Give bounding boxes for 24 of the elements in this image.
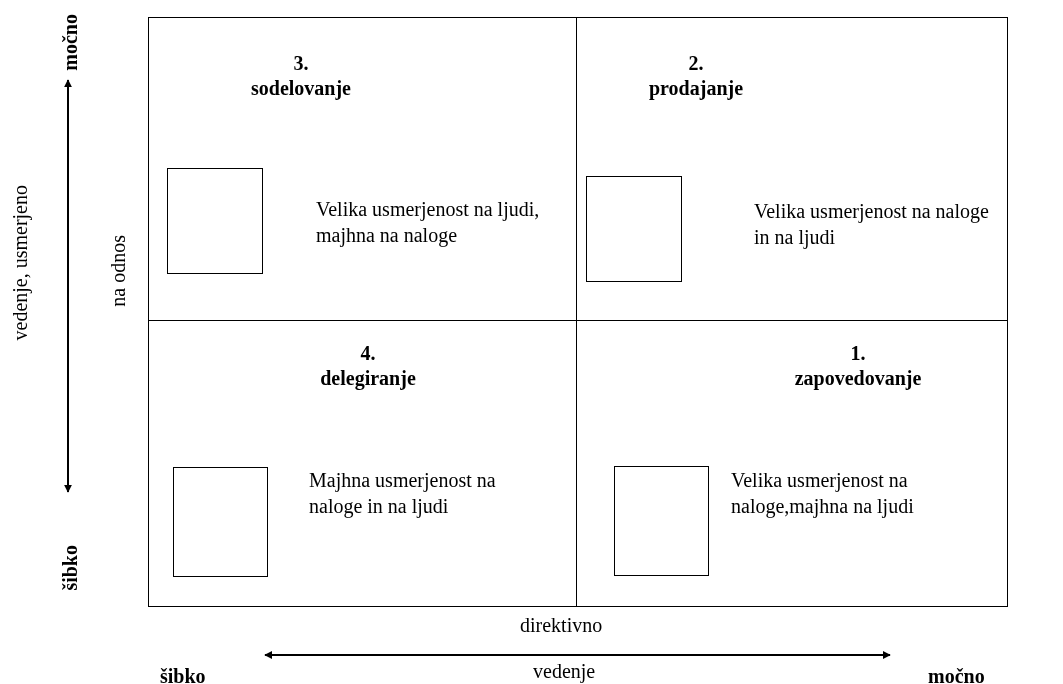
matrix-quadrant: [148, 17, 577, 321]
axis-end-label: šibko: [58, 545, 82, 591]
matrix-quadrant: [576, 320, 1008, 607]
matrix-quadrant: [576, 17, 1008, 321]
axis-title: vedenje, usmerjeno: [8, 185, 32, 341]
quadrant-description: Velika usmerjenost na ljudi, majhna na naloge: [316, 197, 541, 248]
quadrant-heading: 3. sodelovanje: [251, 51, 351, 101]
axis-title: na odnos: [106, 235, 130, 307]
axis-title: direktivno: [520, 613, 603, 637]
axis-title: vedenje: [533, 659, 596, 683]
quadrant-description: Majhna usmerjenost na naloge in na ljudi: [309, 468, 497, 519]
quadrant-description: Velika usmerjenost na naloge,majhna na ljudi: [731, 468, 915, 519]
empty-square: [586, 176, 682, 282]
matrix-quadrant: [148, 320, 577, 607]
quadrant-heading: 4. delegiranje: [320, 341, 416, 391]
axis-end-label: šibko: [160, 664, 206, 684]
empty-square: [167, 168, 263, 274]
quadrant-heading: 1. zapovedovanje: [794, 341, 922, 391]
empty-square: [614, 466, 709, 576]
axis-end-label: močno: [58, 14, 82, 71]
quadrant-heading: 2. prodajanje: [648, 51, 744, 101]
axis-end-label: močno: [928, 664, 985, 684]
quadrant-description: Velika usmerjenost na naloge in na ljudi: [754, 199, 990, 250]
empty-square: [173, 467, 268, 577]
